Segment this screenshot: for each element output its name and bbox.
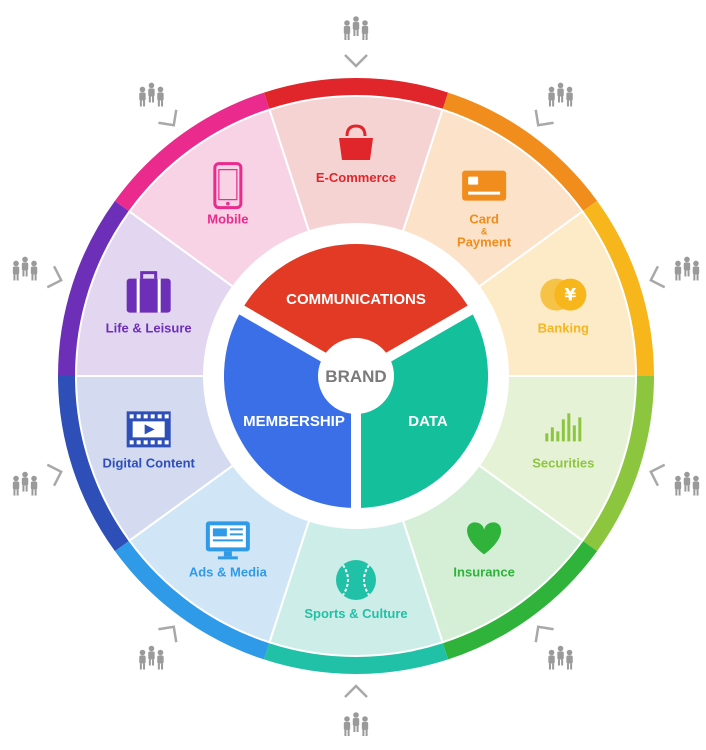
people-group-icon bbox=[139, 82, 164, 107]
card-icon bbox=[462, 170, 507, 201]
core-group: COMMUNICATIONS DATA MEMBERSHIP BRAND bbox=[204, 224, 508, 528]
chevron-arrow-icon bbox=[534, 625, 554, 643]
chevron-arrow-icon bbox=[344, 54, 368, 68]
yen-coin-icon: ¥ bbox=[540, 278, 587, 311]
core-label: MEMBERSHIP bbox=[243, 413, 345, 430]
people-group-icon bbox=[674, 471, 700, 496]
people-group-icon bbox=[674, 256, 700, 281]
shopping-bag-icon bbox=[339, 124, 373, 160]
brand-circle bbox=[318, 338, 394, 414]
stock-chart-icon bbox=[545, 413, 582, 442]
chevron-arrow-icon bbox=[158, 109, 178, 127]
segment-label: Insurance bbox=[453, 564, 514, 579]
segment-label: Mobile bbox=[207, 212, 248, 227]
brand-label: BRAND bbox=[325, 367, 386, 386]
people-group-icon bbox=[343, 16, 369, 40]
segment-label: Life & Leisure bbox=[106, 321, 192, 336]
smartphone-icon bbox=[213, 162, 243, 210]
ring-band-3 bbox=[582, 376, 654, 552]
suitcase-icon bbox=[126, 271, 171, 313]
monitor-icon bbox=[205, 521, 250, 560]
ring-band-8 bbox=[58, 200, 130, 376]
segment-label: Card&Payment bbox=[457, 212, 512, 250]
segment-label: E-Commerce bbox=[316, 170, 396, 185]
film-icon bbox=[126, 411, 171, 448]
heart-icon bbox=[467, 522, 502, 555]
svg-text:¥: ¥ bbox=[564, 286, 576, 306]
people-group-icon bbox=[12, 256, 38, 281]
core-sector-data bbox=[351, 300, 498, 519]
ring-band-2 bbox=[582, 200, 654, 376]
baseball-icon bbox=[336, 560, 376, 600]
people-group bbox=[12, 16, 700, 736]
chevron-arrow-icon bbox=[158, 625, 178, 643]
ring-band-7 bbox=[58, 376, 130, 552]
people-group-icon bbox=[548, 82, 573, 107]
chevron-arrow-icon bbox=[46, 463, 63, 487]
people-group-icon bbox=[343, 712, 369, 736]
chevron-arrow-icon bbox=[649, 265, 666, 289]
segment-label: Sports & Culture bbox=[304, 606, 407, 621]
segment-label: Securities bbox=[532, 455, 594, 470]
chevron-arrow-icon bbox=[46, 265, 63, 289]
ring-band-5 bbox=[263, 642, 449, 674]
core-sector-membership bbox=[214, 300, 361, 519]
core-label: DATA bbox=[408, 413, 448, 430]
people-group-icon bbox=[12, 471, 38, 496]
segment-label: Banking bbox=[538, 321, 589, 336]
ring-band-0 bbox=[263, 78, 449, 110]
people-group-icon bbox=[548, 645, 573, 670]
core-sector-communications bbox=[230, 234, 482, 382]
segment-label: Digital Content bbox=[102, 455, 195, 470]
chevron-arrow-icon bbox=[534, 109, 554, 127]
chevron-arrow-icon bbox=[649, 463, 666, 487]
people-group-icon bbox=[139, 645, 164, 670]
core-label: COMMUNICATIONS bbox=[286, 291, 426, 308]
segment-label: Ads & Media bbox=[189, 564, 268, 579]
chevron-arrow-icon bbox=[344, 684, 368, 698]
